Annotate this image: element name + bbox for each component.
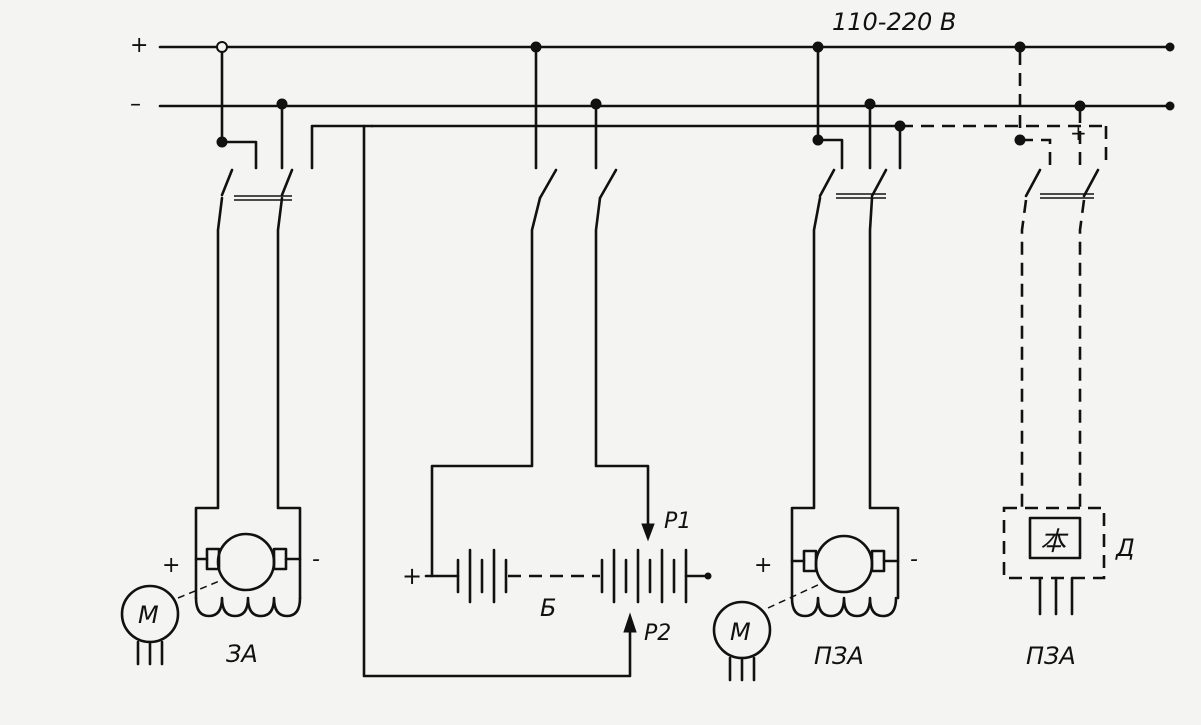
rectifier-inner — [1028, 516, 1082, 560]
double-pole-switch — [818, 168, 888, 199]
rectifier-symbol: 本 — [1040, 527, 1069, 557]
za-plus: + — [162, 553, 180, 578]
p2-label: P2 — [644, 621, 671, 646]
drive-motor-symbol: M — [138, 601, 159, 629]
bus-end-minus — [1165, 101, 1175, 111]
battery-label: Б — [540, 594, 556, 622]
za-label: ЗА — [226, 640, 258, 668]
coupling — [767, 583, 821, 609]
junction — [1014, 41, 1026, 53]
wire — [868, 196, 900, 600]
field-winding — [790, 596, 898, 618]
za-minus: - — [312, 547, 320, 572]
double-pole-switch — [1024, 168, 1100, 199]
brush-left — [802, 549, 818, 573]
armature — [814, 534, 874, 594]
junction — [530, 41, 542, 53]
bus-minus-sign: – — [130, 92, 141, 117]
double-pole-switch — [538, 168, 618, 200]
bus-end-plus — [1165, 42, 1175, 52]
junction — [1074, 100, 1086, 112]
tap-arrow-p2 — [623, 612, 637, 633]
pza-minus: - — [910, 547, 918, 572]
wire — [362, 124, 632, 678]
unit-za: + - M ЗА — [120, 41, 374, 668]
rect-plus-mark: + — [1070, 121, 1087, 145]
voltage-label: 110-220 В — [832, 8, 956, 36]
junction — [216, 41, 228, 53]
unit-pza-rectifier: + 本 Д ПЗА — [1002, 41, 1135, 670]
pza-motor-label: ПЗА — [814, 642, 864, 670]
wire — [594, 196, 650, 526]
wire — [276, 196, 302, 600]
field-winding — [194, 596, 302, 618]
wire — [194, 196, 224, 600]
p1-label: P1 — [664, 509, 691, 534]
double-pole-switch — [220, 168, 294, 201]
supply-buses: + – 110-220 В — [130, 8, 1175, 117]
wire — [790, 196, 822, 600]
pza-plus: + — [754, 553, 772, 578]
battery-plus: + — [402, 562, 422, 590]
drive-motor-symbol: M — [730, 618, 751, 646]
brush-right — [272, 547, 288, 571]
auxiliary-bus — [370, 120, 1106, 132]
rectifier-d-label: Д — [1115, 534, 1135, 562]
wire — [310, 124, 374, 170]
brush-right — [870, 549, 886, 573]
armature — [216, 532, 276, 592]
tap-arrow-p1 — [641, 523, 655, 542]
wire — [220, 50, 258, 170]
junction — [812, 41, 824, 53]
battery-cells-right — [600, 548, 688, 604]
wire — [816, 50, 844, 170]
pza-rectifier-label: ПЗА — [1026, 642, 1076, 670]
battery-unit: P1 + Б P2 — [362, 41, 712, 678]
wire — [430, 196, 542, 578]
bus-plus-sign: + — [130, 33, 148, 58]
rectifier-box — [1002, 506, 1106, 580]
battery-cells-left — [456, 548, 508, 604]
unit-pza-motor: + - M ПЗА — [712, 41, 918, 682]
coupling — [177, 579, 223, 599]
